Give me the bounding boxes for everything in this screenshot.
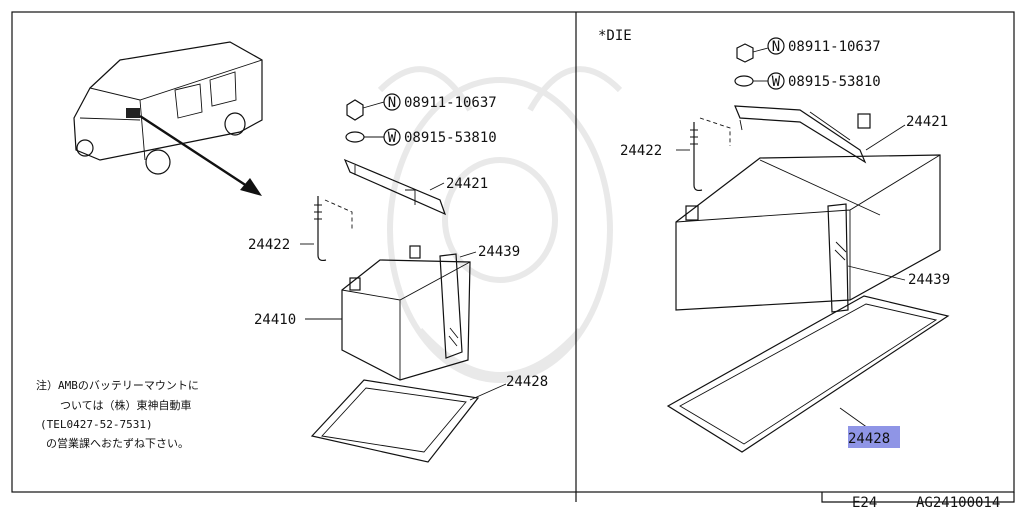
- note-line-2: ついては（株）東神自動車: [60, 398, 191, 412]
- note-line-3: (TEL0427-52-7531): [40, 418, 153, 431]
- label-left-battery: 24410: [254, 312, 296, 328]
- w-marker-letter: W: [388, 130, 397, 146]
- right-rod-part: 24422: [620, 117, 731, 192]
- label-right-hold-down: 24421: [906, 114, 948, 130]
- label-left-n-bolt: 08911-10637: [404, 95, 497, 111]
- n-marker-left: [383, 93, 401, 111]
- left-nut-part: N 08911-10637: [346, 93, 497, 121]
- note-text: 注）AMBのバッテリーマウントに ついては（株）東神自動車 (TEL0427-5…: [36, 378, 199, 450]
- label-left-w-washer: 08915-53810: [404, 130, 497, 146]
- label-right-clamp: 24439: [908, 272, 950, 288]
- w-marker-left: [383, 128, 401, 146]
- right-tray: 24428: [666, 295, 950, 453]
- location-arrow: [139, 114, 262, 196]
- label-left-hold-down: 24421: [446, 176, 488, 192]
- left-battery: 24410: [254, 245, 471, 381]
- left-rod-part: 24422: [248, 196, 353, 262]
- left-washer-part: W 08915-53810: [345, 128, 497, 146]
- right-hold-down-bracket: 24421: [734, 105, 948, 164]
- left-clamp: 24439: [439, 244, 520, 359]
- note-line-1: 注）AMBのバッテリーマウントに: [36, 378, 199, 392]
- right-battery: [675, 113, 941, 311]
- label-right-w-washer: 08915-53810: [788, 74, 881, 90]
- left-tray: 24428: [310, 374, 548, 463]
- w-marker-right: W: [772, 74, 781, 90]
- n-marker-right: N: [772, 39, 780, 55]
- left-hold-down-bracket: 24421: [343, 158, 488, 216]
- label-right-n-bolt: 08911-10637: [788, 39, 881, 55]
- label-left-rod: 24422: [248, 237, 290, 253]
- tray-part-highlight[interactable]: [848, 426, 900, 448]
- right-washer-part: W 08915-53810: [734, 72, 881, 90]
- label-right-tray: 24428: [848, 431, 890, 447]
- variant-label: *DIE: [598, 28, 632, 44]
- footer: E24 AG24100014: [852, 495, 1000, 511]
- note-line-4: の営業課へおたずね下さい。: [46, 436, 189, 450]
- label-left-tray: 24428: [506, 374, 548, 390]
- frame: [11, 11, 1015, 503]
- right-clamp: 24439: [827, 203, 950, 313]
- footer-code: AG24100014: [916, 495, 1000, 510]
- van-illustration: [73, 41, 263, 175]
- right-nut-part: N 08911-10637: [736, 37, 881, 63]
- label-left-clamp: 24439: [478, 244, 520, 260]
- n-marker-letter: N: [388, 95, 396, 111]
- footer-section: E24: [852, 495, 877, 510]
- label-right-rod: 24422: [620, 143, 662, 159]
- watermark-emblem: [377, 66, 623, 383]
